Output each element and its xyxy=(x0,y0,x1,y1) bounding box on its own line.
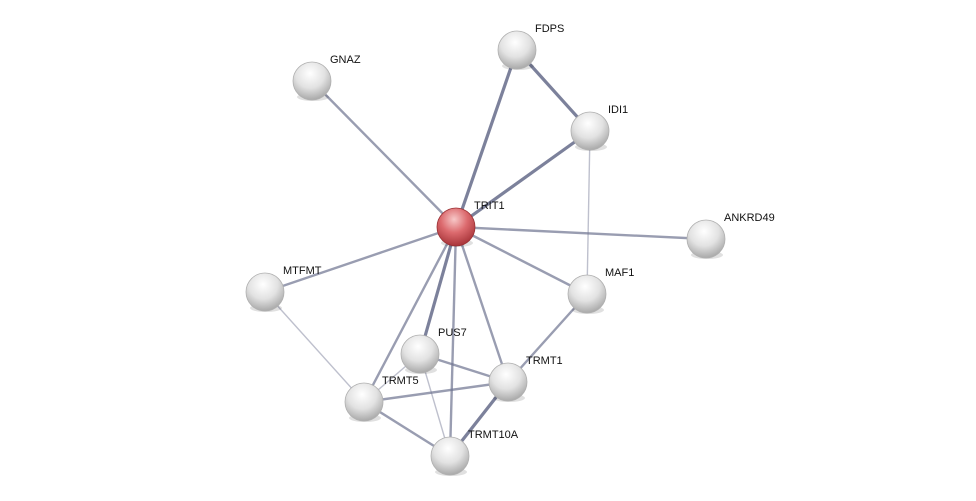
node-label: ANKRD49 xyxy=(724,212,775,224)
node-sphere[interactable] xyxy=(292,61,332,101)
node-label: MTFMT xyxy=(283,265,322,277)
edge-mtfmt-trmt5[interactable] xyxy=(264,291,365,403)
node-label: FDPS xyxy=(535,23,564,35)
node-label: TRMT10A xyxy=(468,429,519,441)
edge-trit1-trmt5[interactable] xyxy=(362,226,458,403)
node-label: IDI1 xyxy=(608,104,628,116)
edge-maf1-trmt1[interactable] xyxy=(507,293,588,383)
edge-trit1-trmt1[interactable] xyxy=(454,226,510,383)
edge-trit1-fdps[interactable] xyxy=(454,49,519,228)
node-sphere[interactable] xyxy=(488,362,528,402)
node-mtfmt[interactable]: MTFMT xyxy=(245,265,322,312)
node-label: MAF1 xyxy=(605,267,634,279)
node-sphere[interactable] xyxy=(344,382,384,422)
edge-trit1-idi1[interactable] xyxy=(455,129,591,229)
node-maf1[interactable]: MAF1 xyxy=(567,267,634,314)
node-sphere[interactable] xyxy=(686,219,726,259)
edge-trit1-ankrd49[interactable] xyxy=(455,225,707,241)
node-label: PUS7 xyxy=(438,327,467,339)
node-idi1[interactable]: IDI1 xyxy=(570,104,628,151)
edge-trmt5-trmt1[interactable] xyxy=(363,380,509,404)
node-gnaz[interactable]: GNAZ xyxy=(292,54,361,101)
node-label: GNAZ xyxy=(330,54,361,66)
node-sphere[interactable] xyxy=(570,111,610,151)
edge-trit1-mtfmt[interactable] xyxy=(264,225,457,294)
edge-trit1-trmt10a[interactable] xyxy=(448,226,458,457)
edge-trit1-pus7[interactable] xyxy=(418,226,458,355)
node-label: TRIT1 xyxy=(474,200,505,212)
node-trit1[interactable]: TRIT1 xyxy=(436,200,505,247)
node-sphere[interactable] xyxy=(430,436,470,476)
node-label: TRMT1 xyxy=(526,355,563,367)
node-pus7[interactable]: PUS7 xyxy=(400,327,467,374)
node-sphere[interactable] xyxy=(400,334,440,374)
node-trmt1[interactable]: TRMT1 xyxy=(488,355,563,402)
node-sphere[interactable] xyxy=(245,272,285,312)
node-ankrd49[interactable]: ANKRD49 xyxy=(686,212,775,259)
node-fdps[interactable]: FDPS xyxy=(497,23,564,70)
node-sphere[interactable] xyxy=(436,207,476,247)
edge-idi1-maf1[interactable] xyxy=(586,130,591,295)
edge-trit1-gnaz[interactable] xyxy=(311,80,457,228)
node-sphere[interactable] xyxy=(567,274,607,314)
edge-trit1-maf1[interactable] xyxy=(455,225,588,296)
node-sphere[interactable] xyxy=(497,30,537,70)
node-trmt5[interactable]: TRMT5 xyxy=(344,375,419,422)
node-trmt10a[interactable]: TRMT10A xyxy=(430,429,519,476)
node-label: TRMT5 xyxy=(382,375,419,387)
